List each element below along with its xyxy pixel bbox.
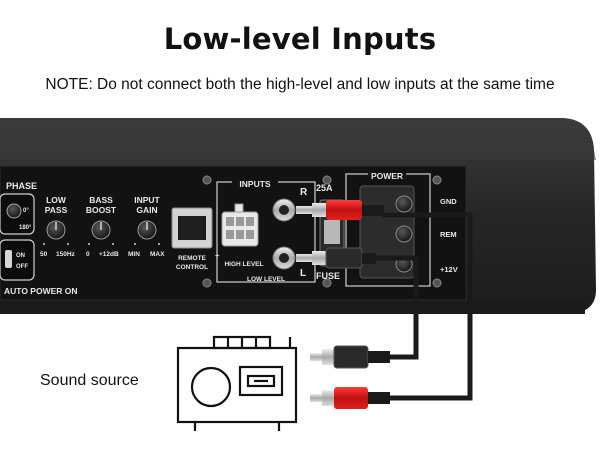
- auto-power-on: ON: [16, 253, 25, 259]
- warning-note: NOTE: Do not connect both the high-level…: [45, 76, 555, 93]
- cable-right: [382, 212, 473, 401]
- input-gain-label-2: GAIN: [136, 205, 157, 215]
- rca-plug-left-inserted: [296, 247, 376, 269]
- power-label: POWER: [371, 171, 403, 181]
- phase-knob[interactable]: [6, 203, 22, 219]
- inputs-label: INPUTS: [239, 179, 271, 189]
- fuse-rating: 25A: [316, 183, 333, 193]
- input-gain-label-1: INPUT: [134, 195, 160, 205]
- low-pass-max: 150Hz: [56, 251, 76, 258]
- power-label-bg: [368, 170, 406, 180]
- sound-source-label: Sound source: [40, 372, 139, 389]
- rca-plug-right-inserted: [296, 200, 384, 220]
- fuse-element: [324, 220, 340, 244]
- high-level-latch: [234, 203, 244, 213]
- gnd-terminal-screw[interactable]: [395, 195, 413, 213]
- bass-boost-max: +12dB: [99, 251, 119, 258]
- low-pass-min: 50: [40, 251, 48, 258]
- knob-scale-dots: [43, 243, 160, 245]
- fuse-label: FUSE: [316, 271, 340, 281]
- page-title: Low-level Inputs: [163, 22, 437, 56]
- high-level-bullet: +: [215, 251, 220, 260]
- low-level-label: LOW LEVEL: [247, 276, 285, 283]
- remote-label-1: REMOTE: [178, 255, 206, 262]
- low-pass-label-1: LOW: [46, 195, 67, 205]
- input-gain-min: MIN: [128, 251, 140, 258]
- phase-value-180: 180°: [19, 225, 32, 231]
- panel-screws: [202, 175, 442, 288]
- input-gain-max: MAX: [150, 251, 165, 258]
- auto-power-switch[interactable]: [5, 250, 12, 268]
- rem-terminal-screw[interactable]: [395, 225, 413, 243]
- bass-boost-min: 0: [86, 251, 90, 258]
- channel-r-label: R: [300, 187, 308, 198]
- terminal-gnd-label: GND: [440, 197, 457, 206]
- sound-source-icon: [176, 335, 298, 431]
- rca-jack-left-hole: [279, 253, 289, 263]
- inputs-label-bg: [232, 178, 278, 188]
- rca-jack-right-hole: [279, 205, 289, 215]
- low-pass-label-2: PASS: [45, 205, 68, 215]
- terminal-12v-label: +12V: [440, 265, 458, 274]
- cable-left: [372, 255, 419, 360]
- phase-label: PHASE: [6, 181, 37, 191]
- auto-power-off: OFF: [16, 264, 28, 270]
- terminal-rem-label: REM: [440, 230, 457, 239]
- high-level-pins: [226, 217, 254, 239]
- phase-value-0: 0°: [23, 208, 29, 214]
- remote-jack-socket: [178, 216, 206, 240]
- remote-label-2: CONTROL: [176, 264, 208, 271]
- channel-l-label: L: [300, 268, 306, 279]
- rca-plug-left-source: [310, 345, 390, 369]
- bass-boost-label-2: BOOST: [86, 205, 117, 215]
- high-level-label: HIGH LEVEL: [224, 261, 263, 268]
- bass-boost-label-1: BASS: [89, 195, 113, 205]
- auto-power-label: AUTO POWER ON: [4, 286, 78, 296]
- rca-plug-right-source: [310, 387, 390, 409]
